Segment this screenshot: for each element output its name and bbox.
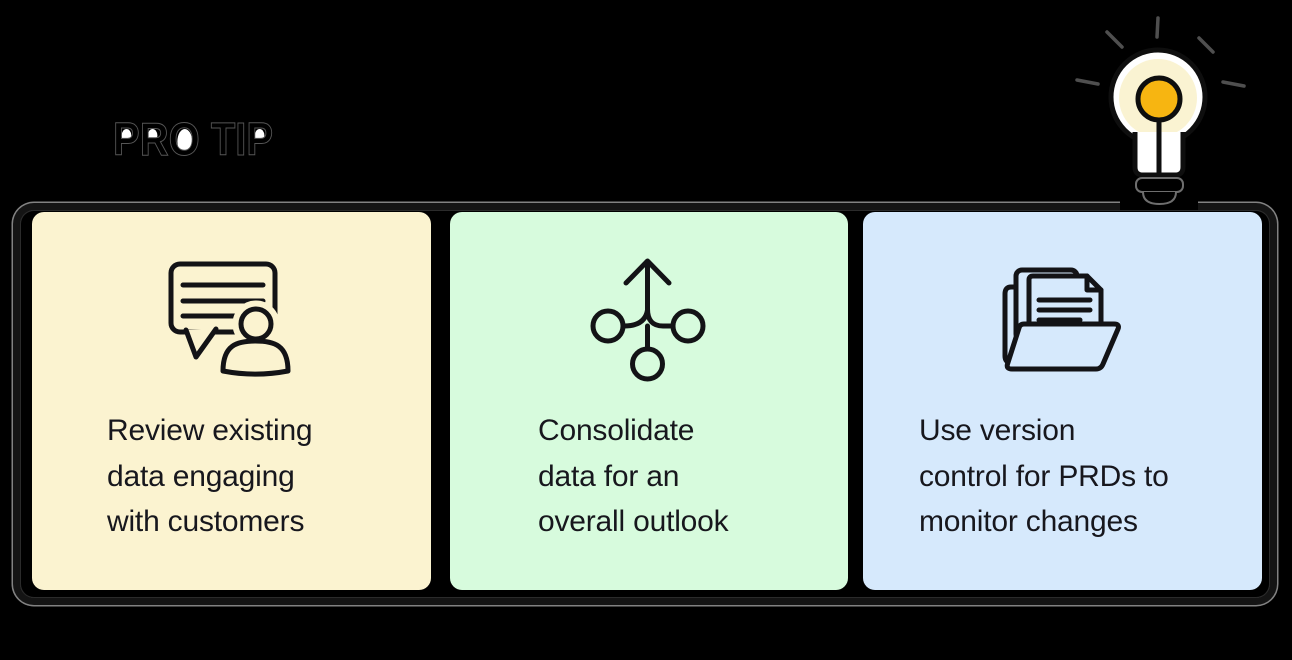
tip-card-version-control: Use version control for PRDs to monitor … [863, 212, 1262, 590]
merge-node-right [670, 308, 706, 344]
card-text-line: data engaging [107, 459, 295, 493]
person-figure [220, 306, 291, 377]
person-shoulders [220, 338, 291, 377]
card-text-line: Use version [919, 414, 1076, 447]
tip-card-review-data: Review existing data engaging with custo… [32, 212, 431, 590]
card-text-line: overall outlook [538, 505, 729, 538]
letter-counter-dot [121, 129, 132, 142]
card-text: Consolidate data for an overall outlook [538, 408, 729, 545]
card-text: Review existing data engaging with custo… [107, 408, 313, 545]
card-text-line: Review existing [107, 414, 313, 447]
version-folder-icon [997, 258, 1127, 383]
consolidate-merge-icon [584, 252, 714, 387]
page-title: PRO TIP [113, 113, 274, 165]
card-text-line: with customers [107, 505, 305, 538]
merge-node-left [590, 308, 626, 344]
folder-front-flap [1004, 321, 1121, 372]
customer-chat-icon [166, 258, 297, 383]
bulb-filament-core [1135, 75, 1183, 123]
bulb-rays [1075, 16, 1246, 88]
document-fold-corner [1084, 273, 1104, 293]
card-text-line: data for an [538, 459, 680, 493]
person-head [238, 306, 274, 342]
card-text-line: monitor changes [919, 505, 1138, 538]
bulb-base-band [1135, 177, 1184, 193]
letter-counter-dot [254, 129, 264, 142]
letter-counter-dot [176, 128, 192, 154]
card-text-line: control for PRDs to [919, 459, 1169, 493]
merge-left-branch [621, 307, 650, 329]
speech-bubble-tail [183, 326, 219, 360]
letter-counter-dot [147, 129, 157, 142]
card-text-line: Consolidate [538, 414, 695, 447]
bulb-base-tip [1142, 191, 1177, 206]
tip-card-consolidate: Consolidate data for an overall outlook [450, 212, 848, 590]
merge-node-bottom [630, 346, 665, 382]
card-text: Use version control for PRDs to monitor … [919, 408, 1169, 545]
page-title-wrap: PRO TIP [113, 116, 287, 166]
lightbulb-icon [1072, 6, 1248, 210]
